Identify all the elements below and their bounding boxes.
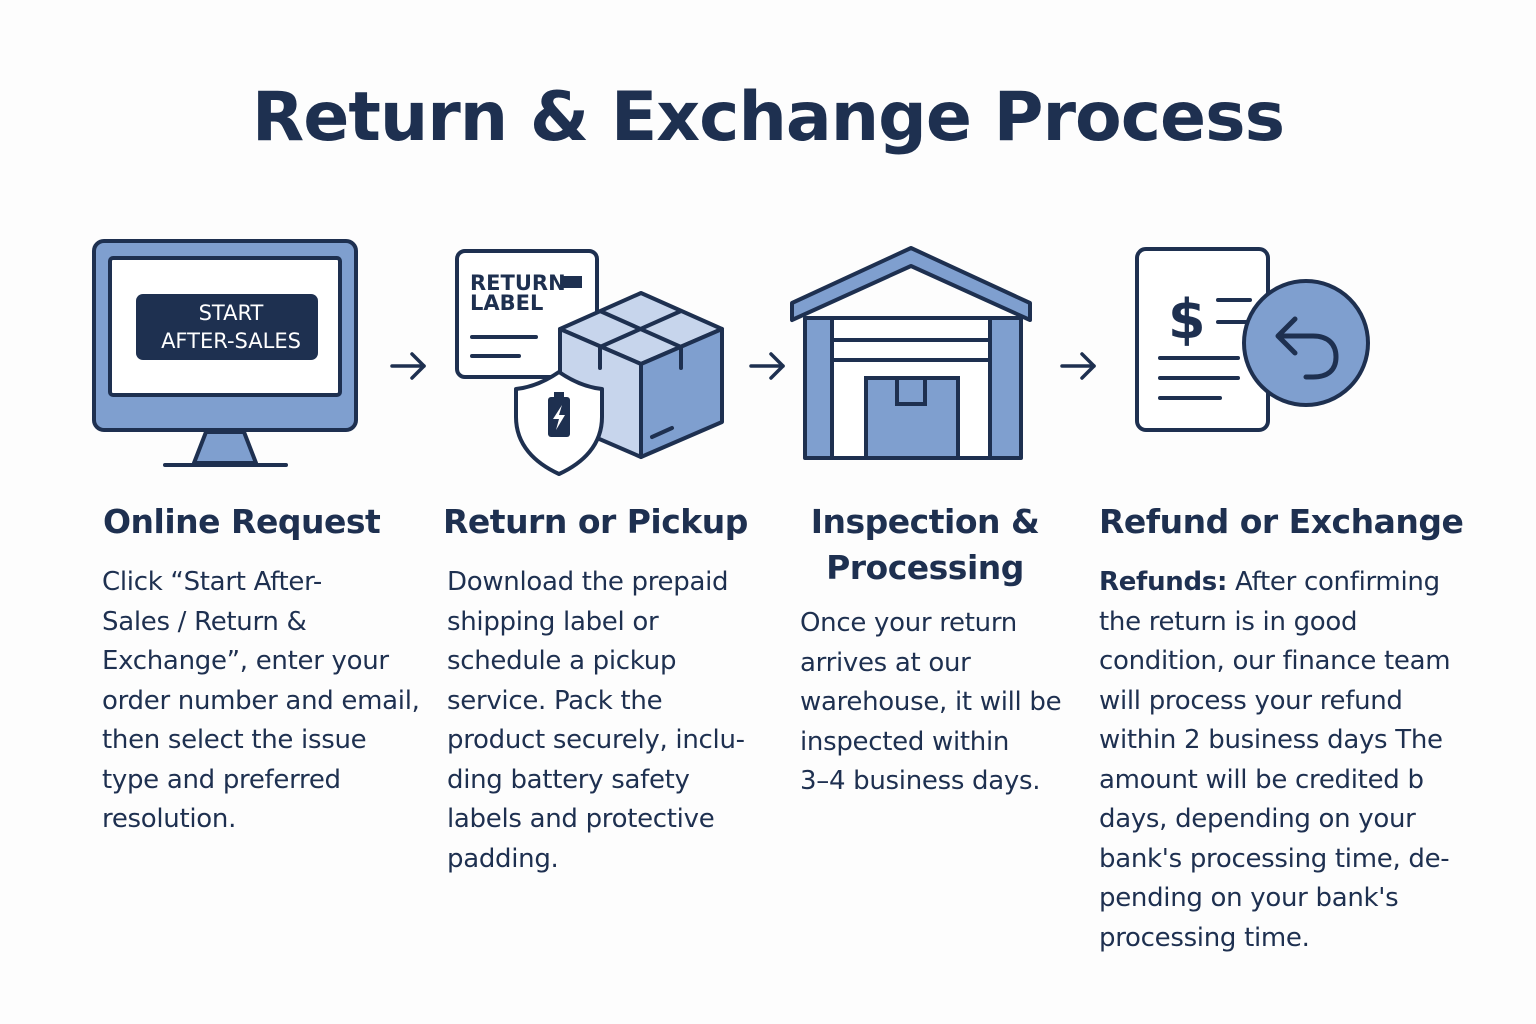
step-desc-refund-or-exchange: Refunds: After confirming the return is … xyxy=(1099,567,1451,953)
arrow-right-icon xyxy=(1060,352,1096,380)
step-desc-return-or-pickup: Download the prepaid shipping label or s… xyxy=(447,567,745,874)
return-label-line-2: LABEL xyxy=(470,291,543,315)
button-line-1: START xyxy=(199,301,264,325)
return-arrow-icon xyxy=(1242,279,1370,407)
page-title: Return & Exchange Process xyxy=(251,78,1285,157)
warehouse-icon xyxy=(790,246,1032,460)
arrow-right-icon xyxy=(749,352,785,380)
step-title-refund-or-exchange: Refund or Exchange xyxy=(1099,502,1464,541)
return-label-line-1: RETURN xyxy=(470,271,566,295)
refund-document-icon: $ xyxy=(1135,247,1370,432)
step-desc-inspection-processing: Once your return arrives at our warehous… xyxy=(800,608,1062,796)
step-title-online-request: Online Request xyxy=(103,502,381,541)
dollar-sign: $ xyxy=(1168,288,1206,351)
step-desc-online-request: Click “Start After- Sales / Return & Exc… xyxy=(102,567,420,834)
monitor-icon: START AFTER-SALES xyxy=(92,239,358,467)
start-after-sales-button xyxy=(136,294,318,360)
button-line-2: AFTER-SALES xyxy=(161,329,301,353)
step-title-inspection-processing: Inspection & Processing xyxy=(810,502,1040,587)
arrow-right-icon xyxy=(390,352,426,380)
package-label-icon: RETURN LABEL xyxy=(455,249,724,476)
step-title-return-or-pickup: Return or Pickup xyxy=(443,502,748,541)
refunds-label: Refunds: xyxy=(1099,567,1228,597)
